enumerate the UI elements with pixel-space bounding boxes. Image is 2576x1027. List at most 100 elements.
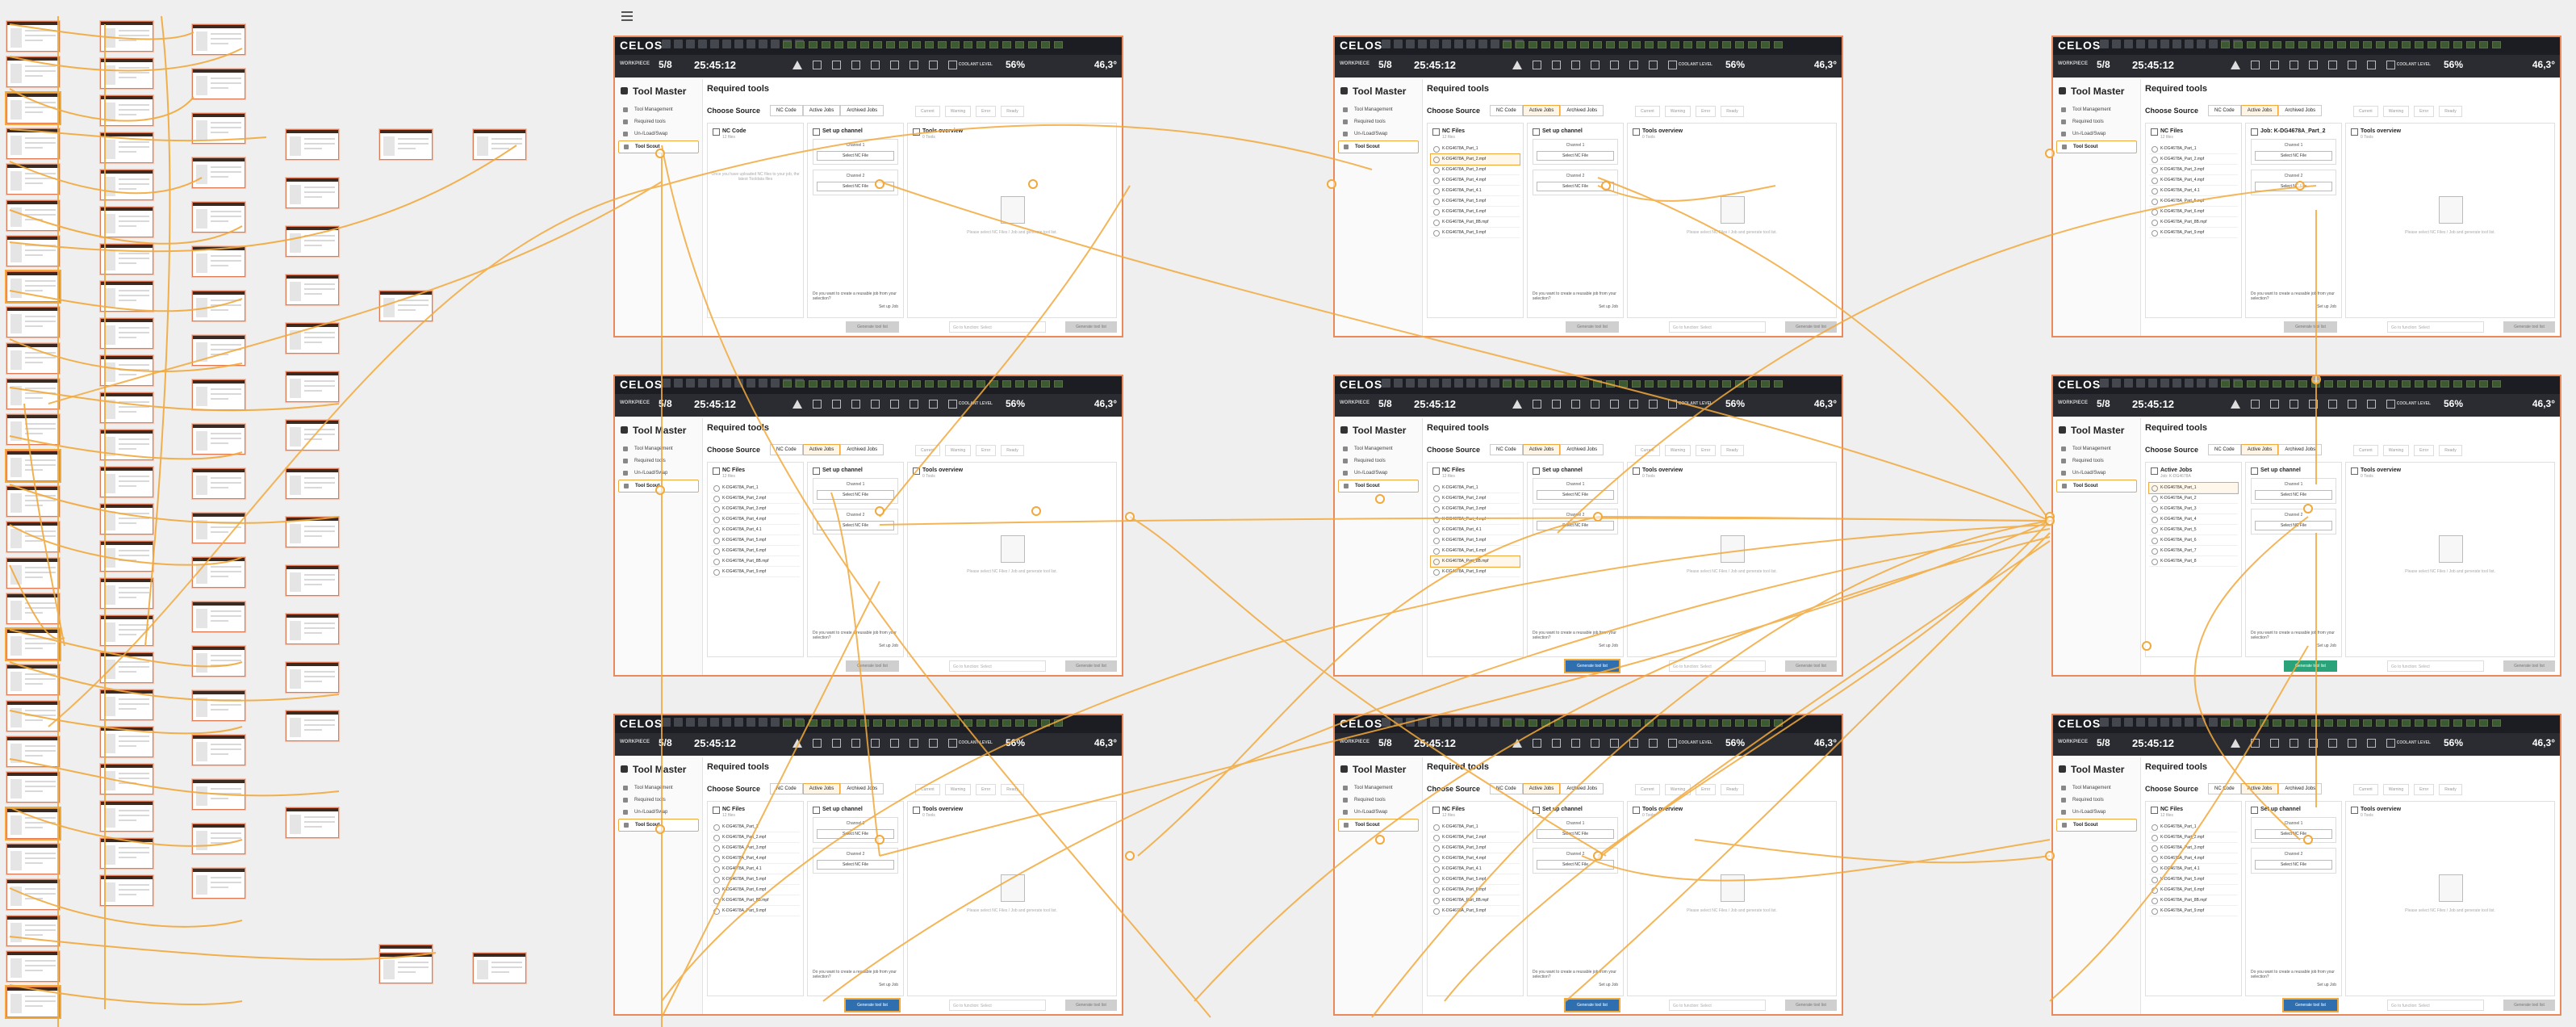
- sidebar-item-unload-swap[interactable]: Un-/Load/Swap: [2056, 128, 2137, 140]
- select-nc-file-button[interactable]: Select NC File: [2255, 829, 2332, 839]
- sidebar-item-tool-scout[interactable]: Tool Scout: [2056, 819, 2137, 832]
- nc-file-row[interactable]: K-DG4678A_Part_1: [711, 822, 800, 832]
- filter-warning[interactable]: Warning: [1664, 445, 1692, 456]
- prototype-hotspot[interactable]: [1375, 494, 1385, 504]
- overview-thumbnail[interactable]: [286, 371, 339, 402]
- nc-file-row[interactable]: K-DG4678A_Part_4.1: [711, 864, 800, 874]
- filter-current[interactable]: Current: [1635, 106, 1660, 117]
- overview-thumbnail[interactable]: [473, 953, 526, 983]
- filter-warning[interactable]: Warning: [2382, 106, 2410, 117]
- overview-thumbnail[interactable]: [100, 318, 153, 349]
- active-job-row[interactable]: K-DG4678A_Part_5: [2149, 525, 2238, 535]
- set-up-job-link[interactable]: Set up Job: [2317, 983, 2336, 987]
- sidebar-item-tool-management[interactable]: Tool Management: [618, 104, 699, 115]
- active-job-row[interactable]: K-DG4678A_Part_2: [2149, 493, 2238, 504]
- main-nav-icons[interactable]: [1512, 61, 1677, 69]
- overview-thumbnail[interactable]: [286, 226, 339, 257]
- overview-thumbnail[interactable]: [100, 21, 153, 52]
- overview-thumbnail[interactable]: [100, 838, 153, 869]
- sidebar-item-tool-management[interactable]: Tool Management: [1338, 782, 1419, 794]
- prototype-hotspot[interactable]: [2303, 504, 2313, 514]
- set-up-job-link[interactable]: Set up Job: [2317, 304, 2336, 309]
- overview-thumbnail[interactable]: [192, 735, 245, 765]
- overview-thumbnail[interactable]: [473, 129, 526, 160]
- main-nav-icons[interactable]: [1512, 739, 1677, 748]
- tab-archived-jobs[interactable]: Archived Jobs: [1560, 444, 1604, 455]
- generate-tool-list-button[interactable]: Generate tool list: [846, 660, 899, 672]
- sidebar-item-tool-management[interactable]: Tool Management: [2056, 782, 2137, 794]
- tab-active-jobs[interactable]: Active Jobs: [802, 105, 841, 116]
- select-nc-file-button-2[interactable]: Select NC File: [2255, 521, 2332, 530]
- sidebar-item-tool-management[interactable]: Tool Management: [2056, 443, 2137, 455]
- overview-thumbnail[interactable]: [5, 270, 61, 304]
- nc-file-row[interactable]: K-DG4678A_Part_4.1: [1431, 525, 1520, 535]
- overview-thumbnail[interactable]: [6, 21, 60, 52]
- generate-tool-list-right-button[interactable]: Generate tool list: [2503, 660, 2555, 672]
- nc-file-row[interactable]: K-DG4678A_Part_4.1: [2149, 864, 2238, 874]
- overview-thumbnail[interactable]: [192, 468, 245, 499]
- prototype-hotspot[interactable]: [875, 179, 884, 189]
- filter-ready[interactable]: Ready: [1721, 784, 1744, 795]
- tab-archived-jobs[interactable]: Archived Jobs: [840, 783, 884, 794]
- tab-archived-jobs[interactable]: Archived Jobs: [1560, 783, 1604, 794]
- active-job-row[interactable]: K-DG4678A_Part_1: [2148, 482, 2239, 494]
- nc-file-row[interactable]: K-DG4678A_Part_8B.mpf: [711, 895, 800, 906]
- function-select[interactable]: Go to function: Select: [2387, 660, 2484, 672]
- nc-file-row[interactable]: K-DG4678A_Part_8B.mpf: [1431, 895, 1520, 906]
- overview-thumbnail[interactable]: [100, 430, 153, 460]
- sidebar-item-unload-swap[interactable]: Un-/Load/Swap: [2056, 807, 2137, 818]
- tab-active-jobs[interactable]: Active Jobs: [1522, 105, 1561, 116]
- overview-thumbnail[interactable]: [100, 170, 153, 200]
- overview-thumbnail[interactable]: [192, 246, 245, 277]
- tab-active-jobs[interactable]: Active Jobs: [802, 444, 841, 455]
- nc-file-row[interactable]: K-DG4678A_Part_2.mpf: [1430, 153, 1520, 166]
- filter-current[interactable]: Current: [1635, 784, 1660, 795]
- filter-ready[interactable]: Ready: [1001, 445, 1024, 456]
- tab-nc-code[interactable]: NC Code: [1490, 783, 1523, 794]
- nc-file-row[interactable]: K-DG4678A_Part_2.mpf: [2149, 154, 2238, 165]
- nc-file-row[interactable]: K-DG4678A_Part_9.mpf: [711, 567, 800, 577]
- overview-thumbnail[interactable]: [192, 335, 245, 366]
- sidebar-item-required-tools[interactable]: Required tools: [618, 455, 699, 467]
- tool-master-screen[interactable]: CELOS WORKPIECE 5/8 25:45:12 COOLANT LEV…: [2051, 36, 2561, 337]
- nc-file-row[interactable]: K-DG4678A_Part_4.mpf: [1431, 514, 1520, 525]
- sidebar-item-required-tools[interactable]: Required tools: [1338, 794, 1419, 806]
- nc-file-row[interactable]: K-DG4678A_Part_4.1: [1431, 864, 1520, 874]
- overview-thumbnail[interactable]: [192, 779, 245, 810]
- nc-file-row[interactable]: K-DG4678A_Part_6.mpf: [711, 885, 800, 895]
- nc-file-row[interactable]: K-DG4678A_Part_5.mpf: [1431, 196, 1520, 207]
- nc-file-row[interactable]: K-DG4678A_Part_4.mpf: [1431, 175, 1520, 186]
- overview-thumbnail[interactable]: [100, 578, 153, 609]
- overview-thumbnail[interactable]: [6, 557, 60, 589]
- overview-thumbnail[interactable]: [6, 199, 60, 231]
- generate-tool-list-right-button[interactable]: Generate tool list: [1785, 660, 1837, 672]
- filter-error[interactable]: Error: [1696, 784, 1717, 795]
- nc-file-row[interactable]: K-DG4678A_Part_9.mpf: [1431, 567, 1520, 577]
- nc-file-row[interactable]: K-DG4678A_Part_8B.mpf: [2149, 217, 2238, 228]
- overview-thumbnail[interactable]: [192, 690, 245, 721]
- overview-thumbnail[interactable]: [192, 513, 245, 543]
- function-select[interactable]: Go to function: Select: [949, 1000, 1046, 1011]
- generate-tool-list-button[interactable]: Generate tool list: [844, 998, 901, 1012]
- overview-thumbnail[interactable]: [286, 323, 339, 354]
- filter-error[interactable]: Error: [1696, 445, 1717, 456]
- tab-nc-code[interactable]: NC Code: [1490, 105, 1523, 116]
- function-select[interactable]: Go to function: Select: [1669, 321, 1766, 333]
- frame-list-icon[interactable]: [621, 11, 633, 23]
- overview-thumbnail[interactable]: [379, 291, 433, 321]
- generate-tool-list-button[interactable]: Generate tool list: [846, 321, 899, 333]
- tab-archived-jobs[interactable]: Archived Jobs: [1560, 105, 1604, 116]
- tool-master-screen[interactable]: CELOS WORKPIECE 5/8 25:45:12 COOLANT LEV…: [613, 714, 1123, 1016]
- tab-archived-jobs[interactable]: Archived Jobs: [840, 105, 884, 116]
- sidebar-item-tool-scout[interactable]: Tool Scout: [2056, 480, 2137, 493]
- overview-thumbnail[interactable]: [379, 129, 433, 160]
- overview-thumbnail[interactable]: [100, 727, 153, 757]
- generate-tool-list-button[interactable]: Generate tool list: [2282, 998, 2339, 1012]
- nc-file-row[interactable]: K-DG4678A_Part_6.mpf: [2149, 207, 2238, 217]
- overview-thumbnail[interactable]: [286, 420, 339, 451]
- filter-error[interactable]: Error: [2414, 106, 2435, 117]
- nc-file-row[interactable]: K-DG4678A_Part_1: [1431, 144, 1520, 154]
- filter-ready[interactable]: Ready: [2439, 106, 2462, 117]
- tab-nc-code[interactable]: NC Code: [770, 783, 803, 794]
- overview-thumbnail[interactable]: [100, 355, 153, 386]
